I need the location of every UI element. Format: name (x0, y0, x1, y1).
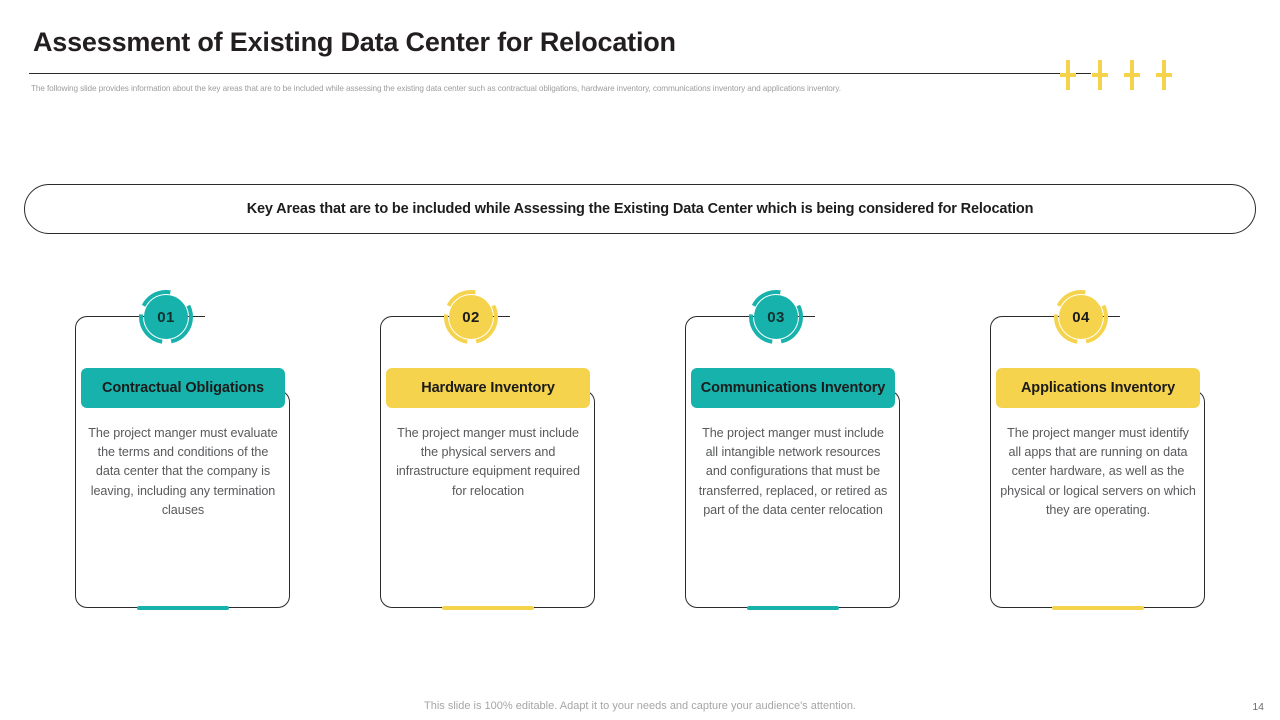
badge-number-label: 03 (767, 308, 785, 326)
title-divider (29, 73, 1091, 74)
plus-icon (1124, 60, 1140, 90)
card-accent-bar (1051, 605, 1144, 610)
badge-ring-icon (1054, 290, 1108, 344)
card-outline-bottomright (555, 586, 595, 608)
card-body-text: The project manger must identify all app… (1000, 426, 1196, 517)
card-accent-bar (136, 605, 229, 610)
plus-icon (1060, 60, 1076, 90)
key-areas-banner: Key Areas that are to be included while … (24, 184, 1256, 234)
badge-core: 03 (754, 295, 798, 339)
plus-icon (1156, 60, 1172, 90)
card-outline-right (593, 402, 595, 592)
plus-decoration-group (1060, 60, 1172, 90)
key-areas-banner-text: Key Areas that are to be included while … (246, 201, 1034, 217)
card-title-chip[interactable]: Communications Inventory (691, 368, 895, 408)
card-title-label: Hardware Inventory (421, 379, 555, 396)
badge-ring-icon (139, 290, 193, 344)
card-outline-left (685, 336, 687, 586)
card-outline-left (990, 336, 992, 586)
card-body-text: The project manger must evaluate the ter… (88, 426, 278, 517)
card-title-chip[interactable]: Contractual Obligations (81, 368, 285, 408)
badge-core: 02 (449, 295, 493, 339)
page-subtitle: The following slide provides information… (31, 84, 841, 93)
badge-number-label: 04 (1072, 308, 1090, 326)
card-outline-bottomleft (75, 586, 115, 608)
card-outline-right (1203, 402, 1205, 592)
card-title-label: Applications Inventory (1020, 379, 1176, 396)
card-outline-bottomright (1165, 586, 1205, 608)
card-outline-bottomleft (990, 586, 1030, 608)
card-accent-bar (746, 605, 839, 610)
card-number-badge: 03 (747, 288, 805, 346)
card-outline-bottomright (860, 586, 900, 608)
badge-ring-icon (444, 290, 498, 344)
card-number-badge: 01 (137, 288, 195, 346)
badge-core: 04 (1059, 295, 1103, 339)
card-outline-right (898, 402, 900, 592)
card-outline-left (380, 336, 382, 586)
badge-core: 01 (144, 295, 188, 339)
plus-icon (1092, 60, 1108, 90)
page-number: 14 (1252, 701, 1264, 713)
page-title: Assessment of Existing Data Center for R… (33, 27, 676, 57)
card-title-chip[interactable]: Hardware Inventory (386, 368, 590, 408)
card-outline-left (75, 336, 77, 586)
card-number-badge: 02 (442, 288, 500, 346)
card-outline-bottomright (250, 586, 290, 608)
card-title-chip[interactable]: Applications Inventory (996, 368, 1200, 408)
card-title-label: Contractual Obligations (101, 379, 265, 396)
card-outline-bottomleft (380, 586, 420, 608)
card-outline-right (288, 402, 290, 592)
footer-note: This slide is 100% editable. Adapt it to… (424, 700, 856, 712)
card-accent-bar (441, 605, 534, 610)
card-number-badge: 04 (1052, 288, 1110, 346)
card-body-text: The project manger must include all inta… (698, 426, 888, 517)
card-outline-bottomleft (685, 586, 725, 608)
badge-ring-icon (749, 290, 803, 344)
badge-number-label: 02 (462, 308, 480, 326)
badge-number-label: 01 (157, 308, 175, 326)
card-title-label: Communications Inventory (700, 379, 886, 396)
card-body-text: The project manger must include the phys… (396, 426, 580, 498)
